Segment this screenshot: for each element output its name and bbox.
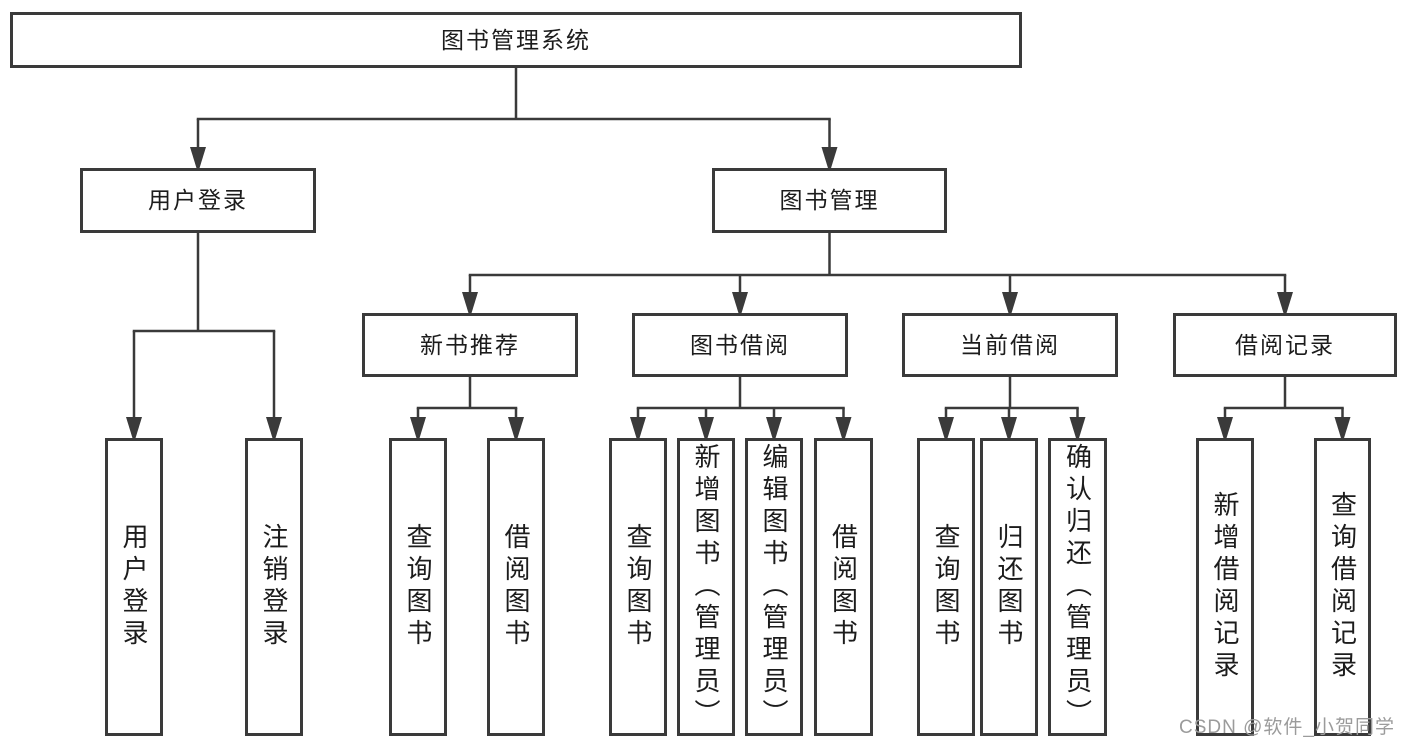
- node-label: 查询图书: [623, 523, 653, 651]
- diagram-node-book-mgmt: 图书管理: [712, 168, 947, 233]
- diagram-node-br-add: 新增借阅记录: [1196, 438, 1254, 736]
- diagram-node-cb-confirm: 确认归还（管理员）: [1048, 438, 1107, 736]
- node-label: 图书借阅: [690, 331, 790, 358]
- diagram-node-logout: 注销登录: [245, 438, 303, 736]
- diagram-node-new-book-rec: 新书推荐: [362, 313, 578, 377]
- node-label: 新增借阅记录: [1210, 491, 1240, 683]
- diagram-node-borrow-record: 借阅记录: [1173, 313, 1397, 377]
- diagram-node-book-borrow: 图书借阅: [632, 313, 848, 377]
- watermark-text: CSDN @软件_小贺同学: [1179, 717, 1395, 738]
- node-label: 用户登录: [148, 187, 248, 213]
- node-label: 图书管理: [779, 187, 880, 213]
- diagram-node-user-login: 用户登录: [80, 168, 316, 233]
- node-label: 查询借阅记录: [1327, 491, 1358, 683]
- node-label: 用户登录: [119, 523, 149, 651]
- node-label: 编辑图书（管理员）: [759, 443, 789, 731]
- diagram-node-bb-query: 查询图书: [609, 438, 667, 736]
- node-label: 查询图书: [931, 523, 961, 651]
- diagram-node-br-query: 查询借阅记录: [1314, 438, 1371, 736]
- node-label: 借阅图书: [501, 523, 531, 651]
- node-label: 当前借阅: [960, 331, 1060, 358]
- diagram-node-root: 图书管理系统: [10, 12, 1022, 68]
- diagram-node-current-borrow: 当前借阅: [902, 313, 1118, 377]
- node-label: 图书管理系统: [441, 26, 591, 53]
- node-label: 查询图书: [403, 523, 433, 651]
- node-label: 借阅记录: [1235, 331, 1335, 358]
- node-label: 新书推荐: [420, 331, 520, 358]
- diagram-node-cb-query: 查询图书: [917, 438, 975, 736]
- diagram-node-bb-edit: 编辑图书（管理员）: [745, 438, 803, 736]
- diagram-node-login: 用户登录: [105, 438, 163, 736]
- node-label: 注销登录: [259, 523, 289, 651]
- node-label: 归还图书: [994, 523, 1024, 651]
- diagram-node-bb-add: 新增图书（管理员）: [677, 438, 735, 736]
- diagram-node-nb-borrow: 借阅图书: [487, 438, 545, 736]
- diagram-node-nb-query: 查询图书: [389, 438, 447, 736]
- diagram-node-cb-return: 归还图书: [980, 438, 1038, 736]
- diagram-node-bb-borrow: 借阅图书: [814, 438, 873, 736]
- node-label: 确认归还（管理员）: [1062, 443, 1093, 731]
- node-label: 新增图书（管理员）: [691, 443, 721, 731]
- node-label: 借阅图书: [828, 523, 859, 651]
